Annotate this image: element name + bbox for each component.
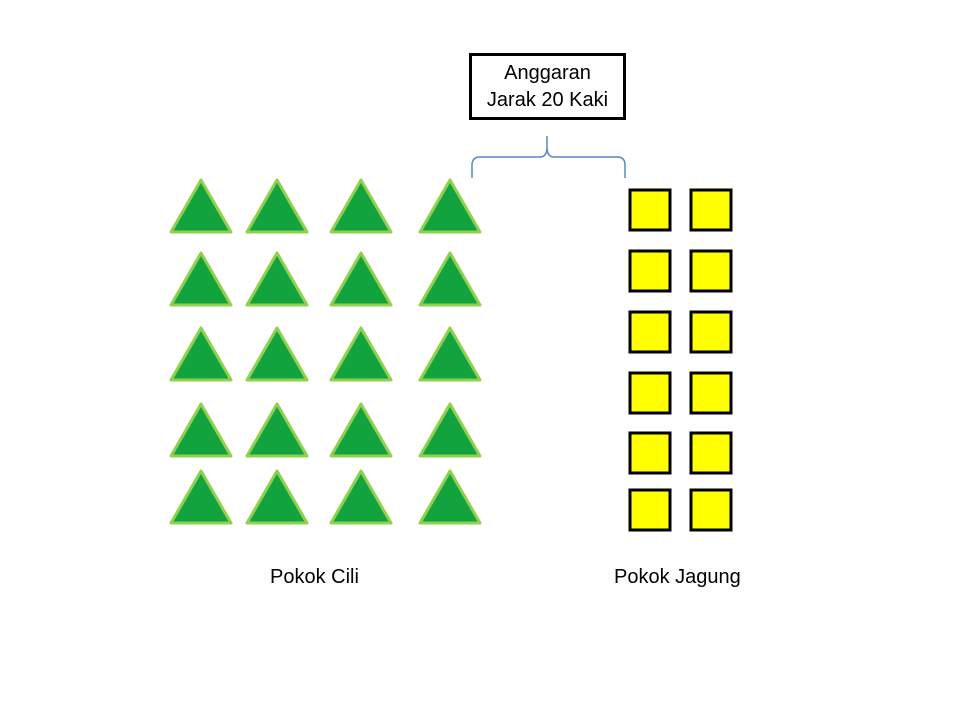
- chili-plant-triangle: [418, 178, 482, 234]
- corn-plant-square: [628, 488, 672, 532]
- chili-plant-triangle: [418, 326, 482, 382]
- corn-plant-label: Pokok Jagung: [614, 566, 741, 588]
- chili-plant-triangle: [329, 178, 393, 234]
- chili-plant-triangle: [329, 326, 393, 382]
- corn-plant-square: [689, 488, 733, 532]
- chili-plant-triangle: [329, 402, 393, 458]
- distance-brace: [471, 136, 626, 178]
- chili-plant-triangle: [329, 469, 393, 525]
- chili-plant-triangle: [329, 251, 393, 307]
- corn-plant-square: [628, 310, 672, 354]
- distance-label-line1: Anggaran: [504, 61, 591, 84]
- chili-plant-triangle: [418, 469, 482, 525]
- chili-plant-triangle: [418, 251, 482, 307]
- corn-plant-square: [689, 188, 733, 232]
- corn-plant-square: [628, 431, 672, 475]
- chili-plant-triangle: [169, 469, 233, 525]
- chili-plant-triangle: [245, 326, 309, 382]
- corn-plant-grid: [628, 188, 733, 532]
- corn-plant-square: [628, 249, 672, 293]
- corn-plant-square: [689, 249, 733, 293]
- chili-plant-triangle: [245, 251, 309, 307]
- corn-plant-square: [628, 371, 672, 415]
- chili-plant-triangle: [169, 326, 233, 382]
- corn-plant-square: [689, 371, 733, 415]
- chili-plant-triangle: [245, 469, 309, 525]
- chili-plant-triangle: [418, 402, 482, 458]
- corn-plant-square: [689, 310, 733, 354]
- corn-plant-square: [689, 431, 733, 475]
- corn-plant-square: [628, 188, 672, 232]
- chili-plant-triangle: [245, 178, 309, 234]
- distance-label-line2: Jarak 20 Kaki: [486, 88, 609, 111]
- chili-plant-triangle: [169, 402, 233, 458]
- chili-plant-triangle: [169, 251, 233, 307]
- chili-plant-label: Pokok Cili: [270, 566, 359, 588]
- distance-label-box: Anggaran Jarak 20 Kaki: [469, 53, 626, 120]
- chili-plant-triangle: [245, 402, 309, 458]
- chili-plant-triangle: [169, 178, 233, 234]
- chili-plant-grid: [169, 178, 482, 525]
